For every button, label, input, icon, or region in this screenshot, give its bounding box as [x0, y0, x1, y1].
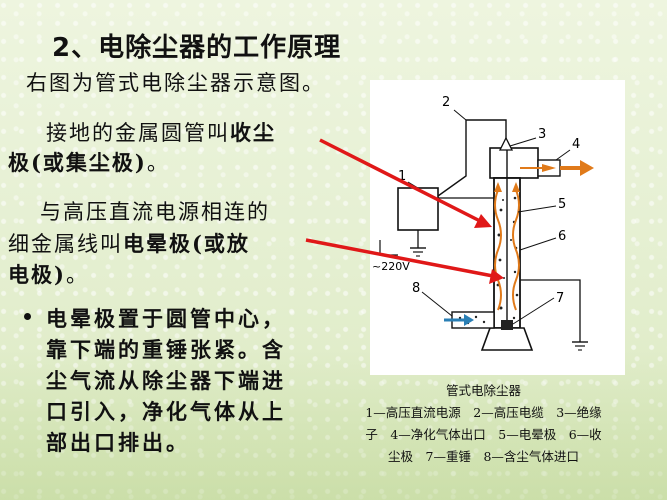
paragraph-collecting-electrode: 接地的金属圆管叫收尘 — [46, 118, 276, 148]
para1-alt-term: (或集尘极) — [31, 150, 147, 175]
bullet-dot-icon — [24, 313, 31, 320]
diagram-caption: 管式电除尘器 1—高压直流电源 2—高压电缆 3—绝缘 子 4—净化气体出口 5… — [300, 380, 667, 468]
para2-term: 电晕极 — [123, 231, 192, 256]
label-4: 4 — [572, 137, 580, 152]
para1-term: 收尘 — [230, 120, 276, 145]
para2-alt-term-cont: 电极) — [8, 262, 66, 287]
voltage-label: ~220V — [372, 260, 410, 273]
para1-end: 。 — [146, 151, 170, 175]
label-6: 6 — [558, 229, 566, 244]
bullet-list-item: 电晕极置于圆管中心，靠下端的重锤张紧。含尘气流从除尘器下端进口引入，净化气体从上… — [24, 303, 294, 458]
arrow-to-collecting-electrode — [319, 138, 492, 228]
label-7: 7 — [556, 291, 564, 306]
label-8: 8 — [412, 281, 420, 296]
label-3: 3 — [538, 127, 546, 142]
intro-text: 右图为管式电除尘器示意图。 — [26, 71, 325, 95]
para1-text-a: 接地的金属圆管叫 — [46, 121, 230, 145]
paragraph-corona-electrode-line3: 电极)。 — [8, 260, 89, 290]
bullet-text: 电晕极置于圆管中心，靠下端的重锤张紧。含尘气流从除尘器下端进口引入，净化气体从上… — [46, 306, 286, 455]
outlet-arrow — [560, 160, 594, 176]
caption-line-1: 1—高压直流电源 2—高压电缆 3—绝缘 — [365, 405, 602, 420]
gas-flow-arrows — [494, 164, 556, 311]
label-5: 5 — [558, 197, 566, 212]
title-text: 2、电除尘器的工作原理 — [52, 32, 342, 63]
para2-text-b: 细金属线叫 — [8, 232, 123, 256]
caption-line-2: 子 4—净化气体出口 5—电晕极 6—收 — [365, 427, 602, 442]
electrostatic-precipitator-diagram: 1 2 3 4 5 6 7 8 ~220V — [370, 80, 625, 375]
label-2: 2 — [442, 95, 450, 110]
caption-line-3: 尘极 7—重锤 8—含尘气体进口 — [388, 449, 579, 464]
paragraph-corona-electrode: 与高压直流电源相连的 — [40, 200, 270, 224]
label-1: 1 — [398, 169, 406, 184]
paragraph-corona-electrode-line2: 细金属线叫电晕极(或放 — [8, 229, 250, 259]
para1-term-cont: 极 — [8, 150, 31, 175]
caption-title: 管式电除尘器 — [445, 383, 521, 398]
insulator — [498, 136, 514, 151]
dust-particles — [496, 188, 519, 320]
para2-end: 。 — [65, 263, 89, 287]
arrow-to-corona-electrode — [305, 238, 504, 284]
para2-alt-term: (或放 — [192, 231, 250, 256]
tension-weight — [501, 320, 513, 330]
slide-title: 2、电除尘器的工作原理 — [52, 22, 341, 68]
paragraph-collecting-electrode-line2: 极(或集尘极)。 — [8, 148, 170, 178]
